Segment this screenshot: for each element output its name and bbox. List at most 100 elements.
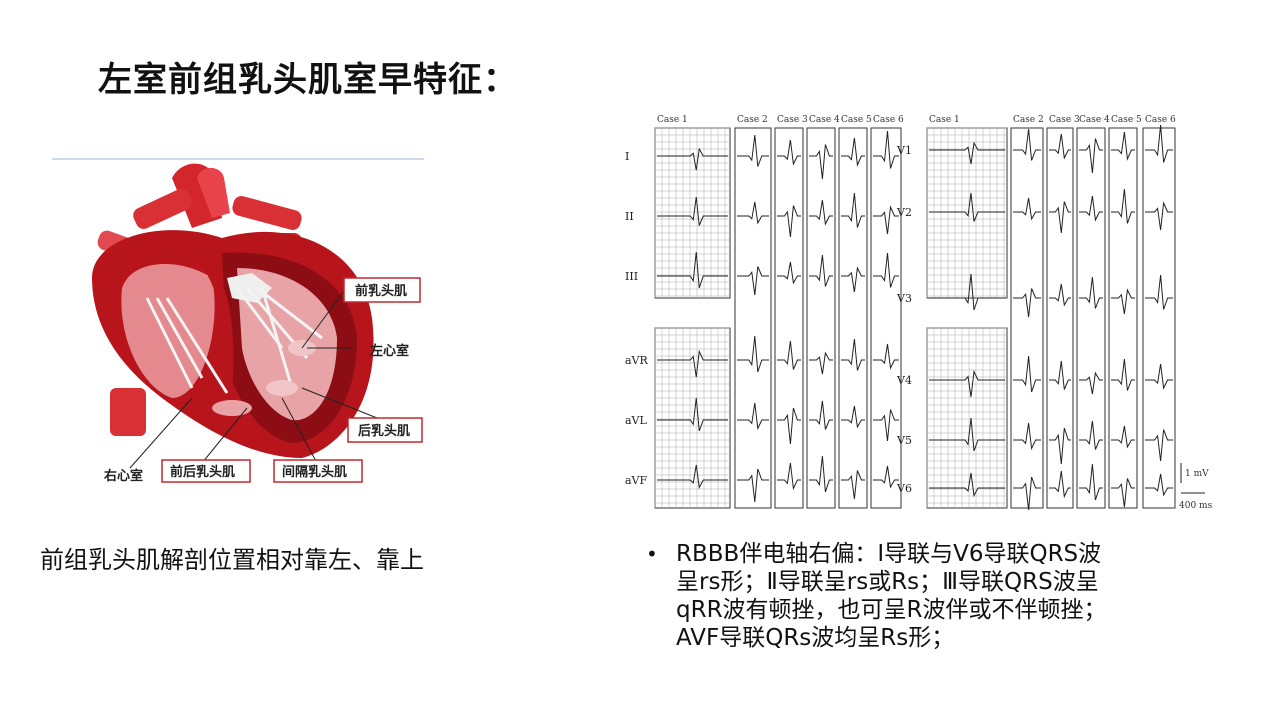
ecg-waveform <box>1145 473 1173 497</box>
label-anterior-papillary: 前乳头肌 <box>355 283 407 299</box>
ecg-case-label: Case 3 <box>1049 115 1080 125</box>
heart-illustration: 前乳头肌 左心室 后乳头肌 右心室 前后乳头肌 间隔乳头肌 <box>52 158 424 484</box>
ecg-lead-label: V1 <box>896 144 912 157</box>
ecg-grid-frame <box>926 327 1008 509</box>
ecg-waveform <box>809 144 833 180</box>
ecg-waveform <box>873 409 899 442</box>
label-septal-papillary: 间隔乳头肌 <box>282 464 347 480</box>
label-right-ventricle: 右心室 <box>103 468 143 484</box>
ecg-waveform <box>657 251 728 289</box>
ecg-waveform <box>1111 358 1135 391</box>
ecg-lead-label: I <box>625 150 629 163</box>
ecg-case-frame <box>1046 127 1074 509</box>
ecg-waveform <box>1145 429 1173 462</box>
ecg-waveform <box>1111 425 1135 449</box>
ecg-waveform <box>777 261 801 285</box>
ecg-case-frame <box>774 127 804 509</box>
ecg-case-frame <box>806 127 836 509</box>
ecg-scale-ms: 400 ms <box>1179 501 1213 511</box>
ecg-waveform <box>737 335 769 373</box>
ecg-waveform <box>1013 288 1041 318</box>
ecg-waveform <box>1049 470 1071 499</box>
ecg-waveform <box>809 199 833 226</box>
ecg-waveform <box>657 349 728 378</box>
ecg-waveform <box>1079 463 1103 501</box>
ecg-waveform <box>929 141 1005 165</box>
ecg-case-label: Case 5 <box>1111 115 1142 125</box>
ecg-waveform <box>841 192 865 228</box>
ecg-case-label: Case 1 <box>929 115 960 125</box>
ecg-case-frame <box>1010 127 1044 509</box>
ecg-waveform <box>1111 288 1135 315</box>
ecg-waveform <box>657 147 728 171</box>
ecg-waveform <box>737 468 769 503</box>
ecg-waveform <box>1111 478 1135 508</box>
ecg-waveform <box>929 369 1005 398</box>
ecg-case-frame <box>1076 127 1106 509</box>
ecg-case-frame <box>870 127 902 509</box>
ecg-waveform <box>873 252 899 288</box>
ecg-waveform <box>657 196 728 226</box>
ecg-lead-label: II <box>625 210 634 223</box>
ecg-waveform <box>841 470 865 500</box>
ecg-lead-label: aVF <box>625 474 648 487</box>
label-anteroposterior-papillary: 前后乳头肌 <box>170 464 235 480</box>
ecg-waveform <box>1013 355 1041 393</box>
ecg-waveform <box>1013 128 1041 161</box>
ecg-waveform <box>737 266 769 296</box>
ecg-waveform <box>657 464 728 490</box>
ecg-waveform <box>737 134 769 167</box>
ecg-waveform <box>1013 422 1041 451</box>
ecg-waveform <box>809 400 833 430</box>
ecg-waveform <box>1049 201 1071 234</box>
bullet-line: AVF导联QRs波均呈Rs形； <box>676 625 955 651</box>
label-left-ventricle: 左心室 <box>370 343 409 359</box>
ecg-lead-label: aVL <box>625 414 648 427</box>
ecg-case-label: Case 4 <box>1079 115 1110 125</box>
ecg-case-frame <box>838 127 868 509</box>
bullet-marker: • <box>646 542 658 566</box>
left-caption: 前组乳头肌解剖位置相对靠左、靠上 <box>40 546 424 574</box>
ecg-waveform <box>1049 427 1071 465</box>
ecg-case-frame <box>734 127 772 509</box>
ecg-case-label: Case 5 <box>841 115 872 125</box>
ecg-scale-mv: 1 mV <box>1185 469 1209 479</box>
ecg-waveform <box>777 340 801 370</box>
ecg-waveform <box>1145 363 1173 390</box>
ecg-case-label: Case 3 <box>777 115 808 125</box>
ecg-waveform <box>873 465 899 489</box>
ecg-waveform <box>1079 195 1103 222</box>
ecg-waveform <box>777 407 801 445</box>
ecg-grid-frame <box>654 327 731 509</box>
ecg-waveform <box>1079 138 1103 174</box>
heart-anatomy-figure: 前乳头肌 左心室 后乳头肌 右心室 前后乳头肌 间隔乳头肌 <box>52 158 424 484</box>
ecg-lead-label: aVR <box>625 354 649 367</box>
ecg-waveform <box>777 205 801 238</box>
bullet-line: qRR波有顿挫，也可呈R波伴或不伴顿挫； <box>676 597 1107 623</box>
ecg-waveform <box>1013 197 1041 221</box>
ecg-waveform <box>737 201 769 225</box>
ecg-lead-label: V4 <box>896 374 912 387</box>
ecg-waveform <box>1079 420 1103 450</box>
label-posterior-papillary: 后乳头肌 <box>358 423 410 439</box>
ecg-waveform <box>809 254 833 287</box>
ecg-waveform <box>929 273 1005 311</box>
ecg-waveform <box>929 472 1005 498</box>
ecg-waveform <box>1111 188 1135 224</box>
ecg-case-frame <box>1108 127 1138 509</box>
ecg-waveform <box>1079 276 1103 309</box>
ecg-waveform <box>657 397 728 432</box>
ecg-waveform <box>841 338 865 371</box>
bullet-line: 呈rs形；Ⅱ导联呈rs或Rs；Ⅲ导联QRS波呈 <box>676 569 1099 595</box>
ecg-waveform <box>737 402 769 431</box>
ecg-lead-label: V6 <box>896 482 912 495</box>
ecg-waveform <box>1049 133 1071 160</box>
ecg-waveform <box>1049 283 1071 307</box>
ecg-waveform <box>929 192 1005 222</box>
slide-title: 左室前组乳头肌室早特征： <box>98 60 518 100</box>
ecg-waveform <box>809 455 833 493</box>
ecg-case-label: Case 2 <box>1013 115 1044 125</box>
ecg-lead-label: V3 <box>896 292 912 305</box>
